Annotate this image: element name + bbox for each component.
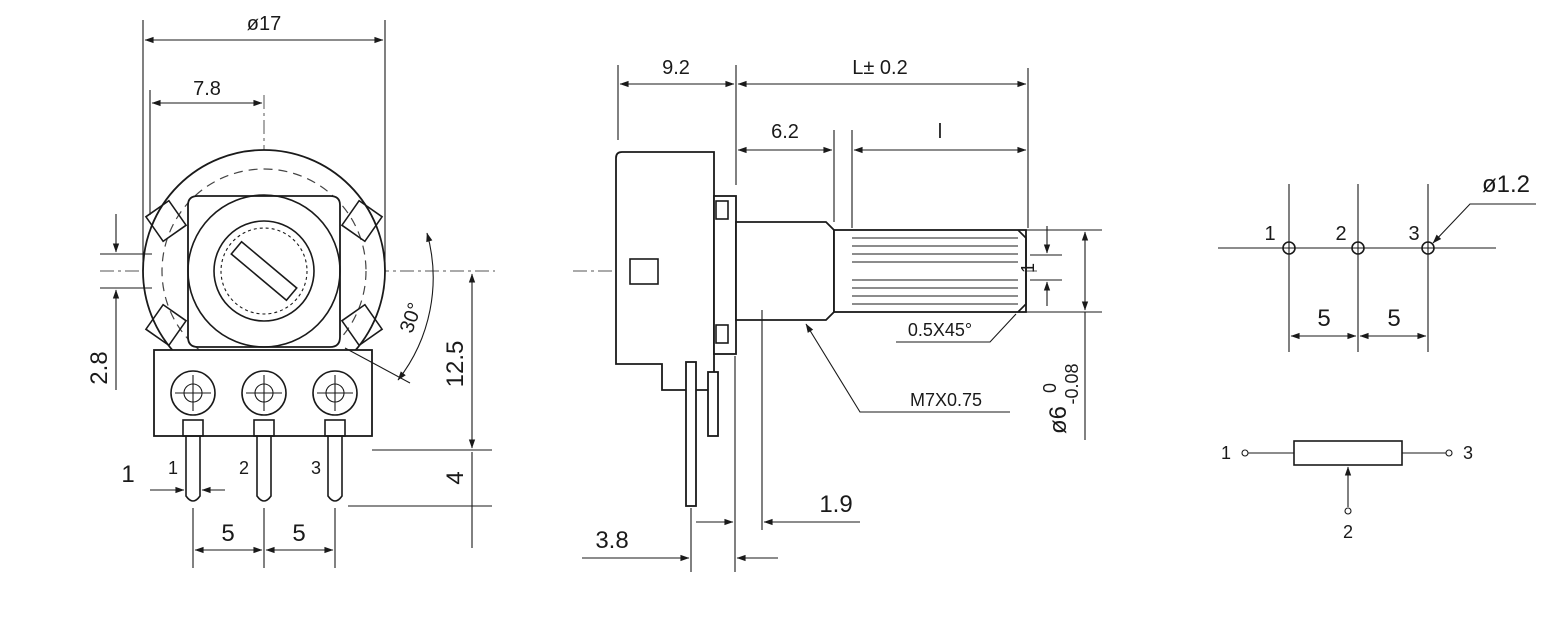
- front-mounting-tabs: [144, 199, 384, 347]
- side-shaft-knurl-lines: [852, 237, 1018, 305]
- side-bushing: [735, 221, 835, 321]
- side-shaft-chamfer: [1017, 229, 1027, 313]
- side-dim-tol-lower: -0.08: [1062, 363, 1082, 404]
- front-view: 1 2 3 ø17 7.8 2.8 12.5 4 30° 1: [86, 13, 495, 568]
- pcb-pitch-a: 5: [1317, 305, 1330, 332]
- side-body-notch: [629, 258, 659, 285]
- front-shaft-outer: [213, 220, 315, 322]
- pcb-holes: [1282, 241, 1435, 255]
- side-dim-9-2: 9.2: [662, 57, 690, 79]
- thread-leader: [805, 323, 1010, 413]
- schematic-symbol: 1 3 2: [1221, 440, 1473, 542]
- front-dim-12-5: 12.5: [442, 341, 469, 388]
- side-shaft: [833, 229, 1027, 313]
- pcb-pitch-b: 5: [1387, 305, 1400, 332]
- front-shaft-knurl: [220, 227, 308, 315]
- side-chamfer-label: 0.5X45°: [908, 320, 972, 340]
- front-pins: [182, 419, 346, 502]
- pcb-layout: 1 2 3 ø1.2 5 5: [1218, 171, 1536, 352]
- front-dim-7-8: 7.8: [193, 78, 221, 100]
- front-dim-pitch-a: 5: [221, 520, 234, 547]
- side-dim-flat: 1: [1018, 263, 1038, 273]
- angle-arc-30: [397, 232, 434, 381]
- side-body: [615, 151, 715, 391]
- schematic-terminal-3: 3: [1463, 443, 1473, 463]
- side-dim-shaft-dia: ø6: [1045, 406, 1072, 434]
- side-tab-bottom: [715, 324, 729, 344]
- side-bracket: [707, 371, 719, 437]
- front-bushing-plate: [187, 195, 341, 348]
- chamfer-leader: [896, 313, 1017, 343]
- side-terminal-leg: [685, 361, 697, 507]
- front-bushing-circle: [187, 194, 341, 348]
- front-pin-label-1: 1: [168, 458, 178, 478]
- pcb-pin-label-3: 3: [1408, 223, 1419, 245]
- pcb-hole-dia: ø1.2: [1482, 171, 1530, 198]
- front-dim-dia-17: ø17: [247, 13, 281, 35]
- side-tab-top: [715, 200, 729, 220]
- side-dim-shaft-length: L± 0.2: [852, 57, 907, 79]
- front-dim-pin-width: 1: [121, 461, 134, 488]
- side-dim-1-9: 1.9: [819, 491, 852, 518]
- side-dim-3-8: 3.8: [595, 527, 628, 554]
- schematic-terminal-1: 1: [1221, 443, 1231, 463]
- front-angle-30: 30°: [396, 300, 427, 336]
- side-view: 9.2 L± 0.2 6.2 l ø6 0 -0.08 1 0.5X45° M7…: [573, 57, 1102, 572]
- side-dim-tol-upper: 0: [1040, 383, 1060, 393]
- front-pin-label-2: 2: [239, 458, 249, 478]
- schematic-resistor-body: [1293, 440, 1403, 466]
- front-terminal-eyelets: [170, 370, 358, 416]
- side-dim-6-2: 6.2: [771, 121, 799, 143]
- front-inner-dashed-circle: [161, 168, 367, 374]
- schematic-terminal-2: 2: [1343, 522, 1353, 542]
- front-shaft-slot: [230, 240, 298, 302]
- front-dim-4: 4: [442, 471, 469, 484]
- hole-dia-leader: [1432, 203, 1536, 244]
- side-thread-label: M7X0.75: [910, 390, 982, 410]
- side-dim-knurl: l: [938, 121, 942, 143]
- front-dim-2-8: 2.8: [86, 351, 113, 384]
- front-pin-label-3: 3: [311, 458, 321, 478]
- front-dim-pitch-b: 5: [292, 520, 305, 547]
- pcb-pin-label-1: 1: [1264, 223, 1275, 245]
- pcb-pin-label-2: 2: [1335, 223, 1346, 245]
